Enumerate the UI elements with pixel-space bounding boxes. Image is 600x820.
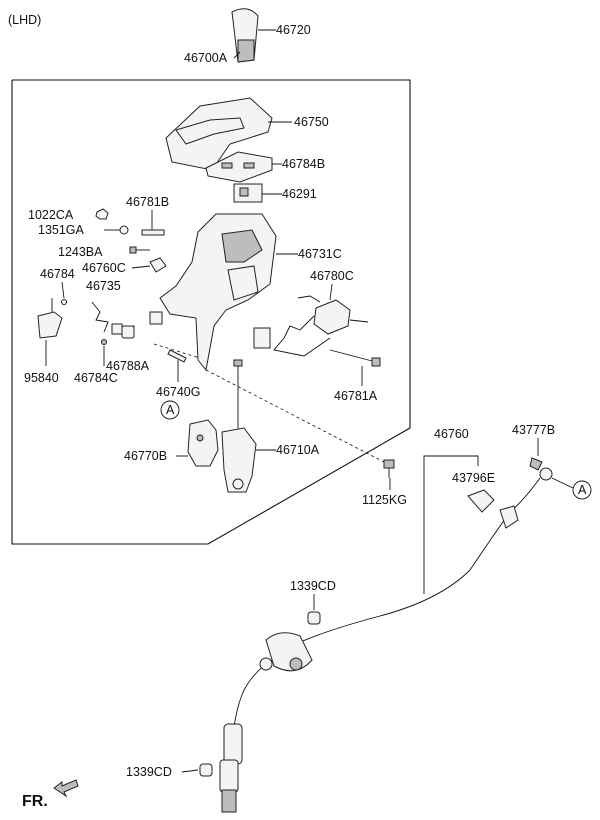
label-bolt-781a: 46781A: [334, 389, 378, 403]
bolt-1243ba[interactable]: [129, 246, 150, 254]
pin-46781b[interactable]: [141, 229, 165, 236]
label-housing: 46731C: [298, 247, 342, 261]
leader-solenoid: [329, 283, 333, 301]
shifter-housing[interactable]: [123, 213, 277, 372]
label-bracket-760: 46760C: [82, 261, 126, 275]
front-direction-label: FR.: [22, 793, 48, 810]
leader-grommet-bottom: [181, 769, 199, 773]
label-assy: 46700A: [184, 51, 228, 65]
spring-46735[interactable]: [91, 301, 123, 335]
clip-43777b[interactable]: [529, 457, 543, 471]
leader-cable: [423, 455, 479, 594]
label-grommet-top: 1339CD: [290, 579, 336, 593]
ref-a-left: A: [166, 403, 175, 417]
label-pin: 46781B: [126, 195, 169, 209]
sensor-95840[interactable]: [37, 298, 63, 339]
label-shaft: 46710A: [276, 443, 320, 457]
label-sensor: 95840: [24, 371, 59, 385]
pin-46740g[interactable]: [167, 349, 187, 363]
label-bracket-437: 43796E: [452, 471, 495, 485]
label-switch: 46291: [282, 187, 317, 201]
leader-clip-784: [61, 281, 65, 299]
bracket-43796e[interactable]: [467, 489, 495, 513]
console-cover[interactable]: [165, 97, 273, 171]
bolt-1125kg[interactable]: [383, 459, 395, 478]
label-pin-740: 46740G: [156, 385, 200, 399]
bracket-46760c[interactable]: [149, 257, 167, 273]
label-clip-784c: 46784C: [74, 371, 118, 385]
label-clip-437: 43777B: [512, 423, 555, 437]
ref-a-right: A: [578, 483, 587, 497]
bolt-46781a[interactable]: [329, 349, 381, 367]
ref-a-left-circle: [160, 400, 180, 420]
lever-46770b[interactable]: [187, 419, 219, 467]
indicator-plate[interactable]: [205, 151, 273, 183]
shift-shaft-46710a[interactable]: [221, 359, 257, 493]
label-bolt-1243: 1243BA: [58, 245, 103, 259]
assembly-boundary: [11, 79, 411, 545]
grommet-top[interactable]: [307, 611, 321, 625]
solenoid-harness[interactable]: [253, 295, 369, 357]
nut-1022ca[interactable]: [95, 208, 109, 220]
bushing-46788a[interactable]: [121, 325, 135, 339]
label-washer: 1351GA: [38, 223, 85, 237]
grommet-bottom[interactable]: [199, 763, 213, 777]
label-cover: 46750: [294, 115, 329, 129]
label-plate: 46784B: [282, 157, 325, 171]
label-solenoid: 46780C: [310, 269, 354, 283]
label-spring: 46735: [86, 279, 121, 293]
label-bolt-1125: 1125KG: [362, 493, 407, 507]
label-nut: 1022CA: [28, 208, 74, 222]
shift-lock-switch[interactable]: [233, 183, 263, 203]
shift-cable[interactable]: [219, 467, 553, 813]
leader-bracket-760: [131, 265, 151, 269]
leader-ref-a-right: [551, 477, 574, 489]
ref-a-right-circle: [572, 480, 592, 500]
front-arrow-icon: [53, 779, 79, 798]
clip-46784c[interactable]: [101, 339, 107, 345]
dash-pin-740: [153, 343, 201, 359]
label-grommet-bottom: 1339CD: [126, 765, 172, 779]
washer-1351ga[interactable]: [119, 225, 129, 235]
label-lever: 46770B: [124, 449, 167, 463]
label-cable: 46760: [434, 427, 469, 441]
clip-46784[interactable]: [61, 299, 67, 305]
shift-knob[interactable]: [231, 8, 259, 63]
variant-label: (LHD): [8, 13, 41, 27]
leader-assy: [233, 51, 241, 59]
label-clip-784: 46784: [40, 267, 75, 281]
label-bushing: 46788A: [106, 359, 150, 373]
label-knob: 46720: [276, 23, 311, 37]
